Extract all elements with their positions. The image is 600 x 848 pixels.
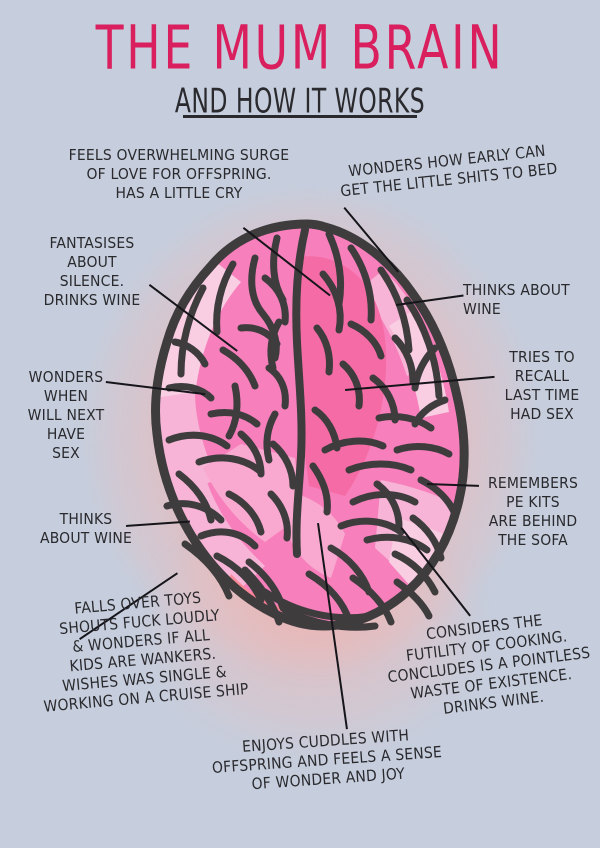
label-early-bed: WONDERS HOW EARLY CAN GET THE LITTLE SHI… — [339, 141, 559, 201]
page-title: THE MUM BRAIN — [95, 12, 505, 84]
label-thinks-about-wine-left: THINKS ABOUT WINE — [39, 510, 133, 547]
subtitle-underline — [183, 115, 417, 118]
label-thinks-about-wine-right: THINKS ABOUT WINE — [463, 281, 570, 318]
label-falls-over-toys: FALLS OVER TOYS SHOUTS FUCK LOUDLY & WON… — [42, 588, 250, 716]
label-wonders-when-sex: WONDERS WHEN WILL NEXT HAVE SEX — [27, 368, 105, 462]
label-tries-to-recall: TRIES TO RECALL LAST TIME HAD SEX — [504, 348, 580, 423]
label-enjoys-cuddles: ENJOYS CUDDLES WITH OFFSPRING AND FEELS … — [211, 726, 443, 794]
brain-central-fissure — [292, 226, 309, 558]
brain-illustration — [151, 219, 469, 631]
page-subtitle-wrap: AND HOW IT WORKS — [0, 81, 600, 121]
brain-gyri-detail — [163, 230, 459, 631]
label-fantasises-silence: FANTASISES ABOUT SILENCE. DRINKS WINE — [43, 234, 141, 309]
page-subtitle: AND HOW IT WORKS — [174, 81, 426, 121]
label-overwhelming-love: FEELS OVERWHELMING SURGE OF LOVE FOR OFF… — [68, 146, 290, 202]
label-remembers-pe-kits: REMEMBERS PE KITS ARE BEHIND THE SOFA — [487, 474, 579, 549]
